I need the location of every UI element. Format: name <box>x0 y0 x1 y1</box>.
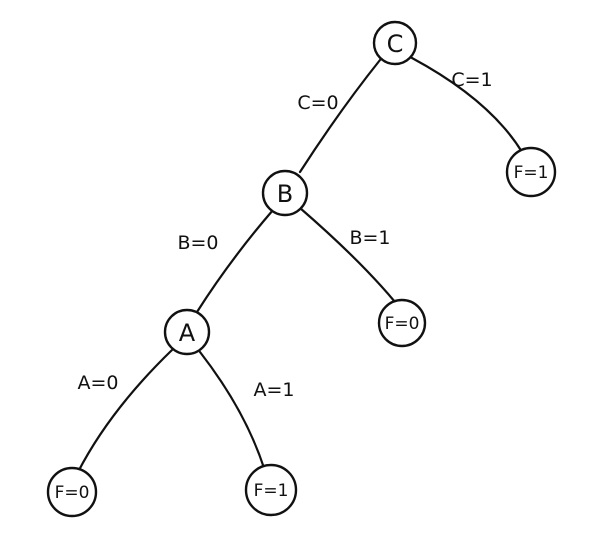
node-leaf-b1: F=0 <box>377 298 427 348</box>
edge-label-b0: B=0 <box>177 232 218 254</box>
edge-b-a <box>195 208 275 314</box>
nodes: C F=1 B F=0 A F=0 F=1 <box>46 20 557 518</box>
svg-text:C: C <box>387 30 404 58</box>
edge-label-c0: C=0 <box>297 92 338 114</box>
node-a: A <box>163 308 211 356</box>
node-leaf-c1: F=1 <box>505 146 557 198</box>
node-leaf-a1: F=1 <box>244 463 298 517</box>
edge-c-b <box>298 58 382 174</box>
svg-text:A: A <box>179 319 196 347</box>
edge-label-b1: B=1 <box>349 227 390 249</box>
node-b: B <box>261 169 309 217</box>
edge-label-c1: C=1 <box>451 69 492 91</box>
node-leaf-a0: F=0 <box>46 466 98 518</box>
edge-labels: C=0 C=1 B=0 B=1 A=0 A=1 <box>77 69 492 401</box>
svg-text:B: B <box>277 180 293 208</box>
edge-b-f0 <box>298 206 397 304</box>
edges <box>76 56 524 474</box>
edge-c-f1 <box>410 56 524 154</box>
node-c: C <box>372 20 418 66</box>
edge-a-f0 <box>76 348 174 474</box>
svg-text:F=1: F=1 <box>254 481 289 501</box>
svg-text:F=0: F=0 <box>55 483 90 503</box>
svg-text:F=1: F=1 <box>514 163 549 183</box>
edge-a-f1 <box>198 350 266 470</box>
edge-label-a1: A=1 <box>253 379 294 401</box>
svg-text:F=0: F=0 <box>385 314 420 334</box>
edge-label-a0: A=0 <box>77 372 118 394</box>
